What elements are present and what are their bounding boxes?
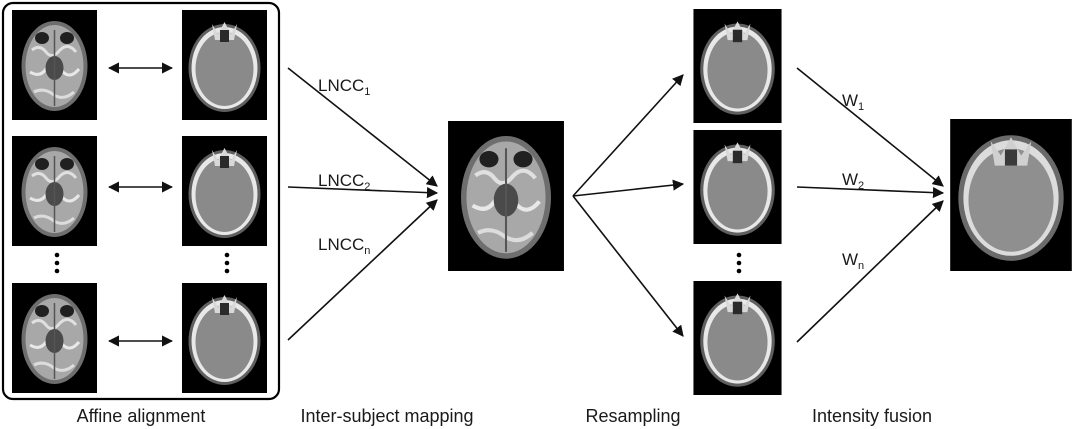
w-label-1: W1 (842, 91, 864, 113)
resample-arrow-2 (572, 179, 685, 197)
stage-label-mapping: Inter-subject mapping (300, 406, 473, 426)
fusion-arrow-2 (796, 186, 945, 199)
mapping-arrow-n (287, 199, 438, 341)
atlas-mr-image-1 (12, 9, 97, 121)
resampled-ct-image-1 (693, 9, 782, 123)
resampled-ct-image-2 (693, 130, 782, 244)
w-label-n: Wn (842, 250, 864, 272)
atlas-ct-image-n (182, 283, 267, 393)
fused-ct-image (950, 119, 1072, 271)
w-label-2: W2 (842, 170, 864, 192)
fusion-arrow-1 (796, 67, 944, 187)
fusion-arrow-n (796, 200, 944, 343)
resampled-ellipsis (736, 252, 742, 274)
target-mr-image (448, 121, 564, 271)
stage-label-fusion: Intensity fusion (812, 406, 932, 426)
resample-arrow-n (572, 195, 684, 337)
atlas-ct-image-2 (182, 136, 267, 246)
stage-label-resampling: Resampling (585, 406, 680, 426)
atlas-ellipsis-left (54, 252, 60, 274)
atlas-ct-image-1 (182, 10, 267, 120)
stage-label-affine: Affine alignment (77, 406, 206, 426)
affine-alignment-box (1, 1, 281, 401)
mapping-arrow-2 (287, 186, 439, 199)
resample-arrow-1 (572, 74, 684, 197)
resampled-ct-image-n (693, 281, 782, 395)
atlas-mr-image-n (12, 282, 97, 394)
mapping-arrow-1 (287, 67, 438, 187)
lncc-label-n: LNCCn (318, 235, 370, 257)
lncc-label-1: LNCC1 (318, 76, 370, 98)
atlas-mr-image-2 (12, 135, 97, 247)
lncc-label-2: LNCC2 (318, 171, 370, 193)
atlas-ellipsis-right (224, 252, 230, 274)
